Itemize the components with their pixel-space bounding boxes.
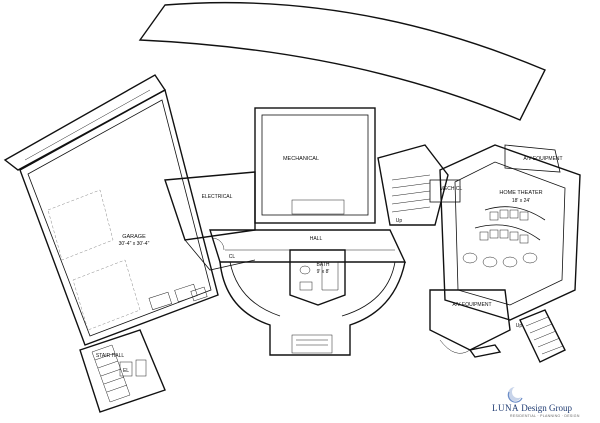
label-mech-cl: MECH CL bbox=[440, 186, 463, 192]
av-equipment-bottom-walls bbox=[429, 289, 511, 351]
front-terrace bbox=[219, 261, 406, 356]
label-bath-size: 9' x 8' bbox=[317, 269, 330, 275]
brand-name-design-group: Design Group bbox=[521, 403, 572, 413]
brand-name-luna: LUNA bbox=[492, 403, 519, 413]
bath-walls bbox=[289, 249, 346, 306]
brand-text: LUNA Design Group bbox=[492, 403, 596, 413]
label-cl: CL bbox=[229, 254, 236, 260]
label-up-1: Up bbox=[396, 218, 403, 224]
label-up-2: Up bbox=[516, 323, 523, 329]
home-theater-walls bbox=[439, 144, 581, 321]
theater-seating bbox=[462, 209, 538, 268]
brand-logo bbox=[507, 386, 524, 403]
label-home-theater: HOME THEATER bbox=[499, 190, 542, 196]
label-av-equipment-bottom: A/V EQUIPMENT bbox=[452, 302, 491, 308]
stair-hall-walls bbox=[79, 329, 166, 413]
label-home-theater-size: 18' x 24' bbox=[512, 198, 530, 204]
label-garage: GARAGE bbox=[122, 234, 146, 240]
label-mechanical: MECHANICAL bbox=[283, 156, 319, 162]
exterior-stair-right bbox=[519, 309, 566, 363]
mechanical-room-walls bbox=[254, 107, 376, 224]
label-garage-size: 30'-4" x 30'-4" bbox=[119, 241, 150, 247]
label-el: EL bbox=[123, 368, 129, 374]
label-av-equipment-top: A/V EQUIPMENT bbox=[523, 156, 562, 162]
hall-walls bbox=[209, 229, 407, 263]
brand-tagline: RESIDENTIAL · PLANNING · DESIGN bbox=[510, 414, 580, 418]
label-hall: HALL bbox=[310, 236, 323, 242]
label-bath: BATH bbox=[317, 262, 330, 268]
av-equipment-top-walls bbox=[504, 144, 561, 173]
label-stair-hall: STAIR HALL bbox=[96, 353, 124, 359]
garage-walls bbox=[19, 88, 219, 346]
curved-patio-outline bbox=[138, 1, 546, 121]
retaining-wall bbox=[3, 74, 167, 171]
label-electrical: ELECTRICAL bbox=[202, 194, 233, 200]
